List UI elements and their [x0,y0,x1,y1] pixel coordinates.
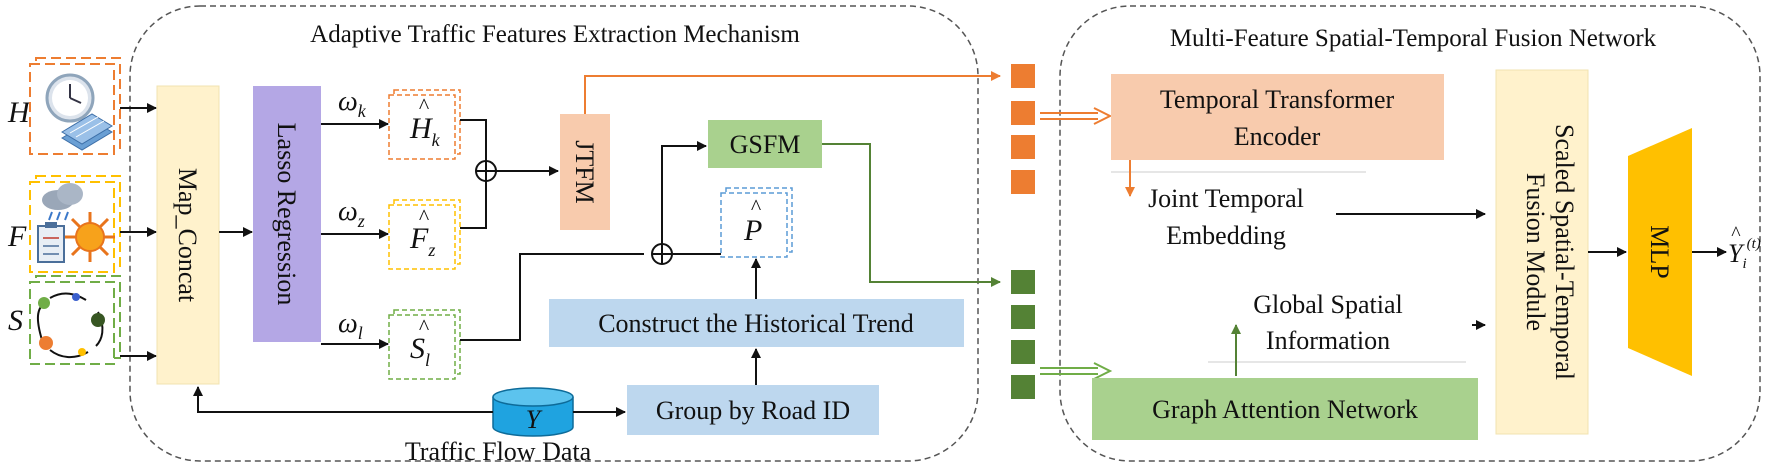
temporal-transformer-label-2: Encoder [1234,122,1321,151]
joint-temporal-embedding-label-2: Embedding [1166,221,1286,250]
jtfm-block [560,114,610,230]
clock-icon [45,73,95,123]
road-graph-icon [36,292,105,358]
sum-node-top [475,160,497,182]
svg-text:Sl: Sl [410,332,430,370]
fusion-module-block [1495,69,1589,435]
svg-text:^: ^ [419,314,430,339]
traffic-y-symbol: Y [526,405,543,434]
global-spatial-info-label-2: Information [1266,326,1390,355]
calendar-icon [61,113,113,151]
graph-attention-label: Graph Attention Network [1152,395,1418,424]
group-by-road-label: Group by Road ID [656,396,850,425]
input-s-label: S [8,304,23,337]
gsfm-label: GSFM [730,130,801,159]
fusion-network-frame [1059,5,1761,462]
svg-text:P: P [743,214,762,247]
svg-text:Hk: Hk [409,112,441,150]
clipboard-icon [37,222,65,263]
svg-text:^: ^ [419,204,430,229]
svg-text:^: ^ [419,93,430,118]
feature-p-box: P ^ [720,187,793,258]
fusion-module-label-2: Fusion Module [1521,173,1550,331]
double-arrow-temporal [1040,107,1113,125]
joint-temporal-embedding-label-1: Joint Temporal [1148,184,1304,213]
graph-attention-block [1092,378,1478,440]
sum-node-bottom [651,243,673,265]
double-arrow-spatial [1040,362,1113,380]
feature-sl-box: Sl ^ [388,309,461,380]
temporal-token-stack [1011,64,1035,194]
extraction-mechanism-frame [129,5,979,462]
temporal-transformer-block [1111,74,1444,160]
feature-hk-box: Hk ^ [388,89,461,160]
lasso-regression-label: Lasso Regression [272,123,301,306]
gsfm-block [708,120,822,168]
sun-icon [65,212,115,262]
mlp-label: MLP [1645,225,1674,278]
weight-z: ωz [338,196,365,231]
fusion-module-label-1: Scaled Spatial-Temporal [1550,124,1579,380]
input-h-box [29,57,121,155]
weight-k: ωk [338,86,367,121]
global-spatial-info-label-1: Global Spatial [1253,290,1402,319]
feature-fz-box: Fz ^ [388,199,461,270]
spatial-token-stack [1011,270,1035,399]
database-icon [492,387,574,437]
mlp-block [1628,128,1692,376]
input-f-label: F [7,220,27,253]
historical-trend-block [549,299,964,347]
fusion-network-title: Multi-Feature Spatial-Temporal Fusion Ne… [1170,25,1657,52]
svg-text:^: ^ [751,194,762,219]
map-concat-label: Map_Concat [173,168,202,303]
group-by-road-block [627,385,879,435]
traffic-flow-data-label: Traffic Flow Data [405,437,592,466]
temporal-transformer-label-1: Temporal Transformer [1160,85,1395,114]
jtfm-label: JTFM [570,140,599,204]
input-s-box [29,275,121,365]
svg-text:Fz: Fz [409,222,435,260]
cloud-rain-icon [42,183,83,221]
lasso-regression-block [253,86,321,342]
extraction-mechanism-title: Adaptive Traffic Features Extraction Mec… [310,21,800,48]
map-concat-block [156,85,220,385]
input-f-box [29,175,121,273]
input-h-label: H [7,96,32,129]
weight-l: ωl [338,308,363,343]
output-label: Yi(t) [1728,236,1761,272]
svg-text:^: ^ [1731,223,1741,245]
historical-trend-label: Construct the Historical Trend [598,309,914,338]
